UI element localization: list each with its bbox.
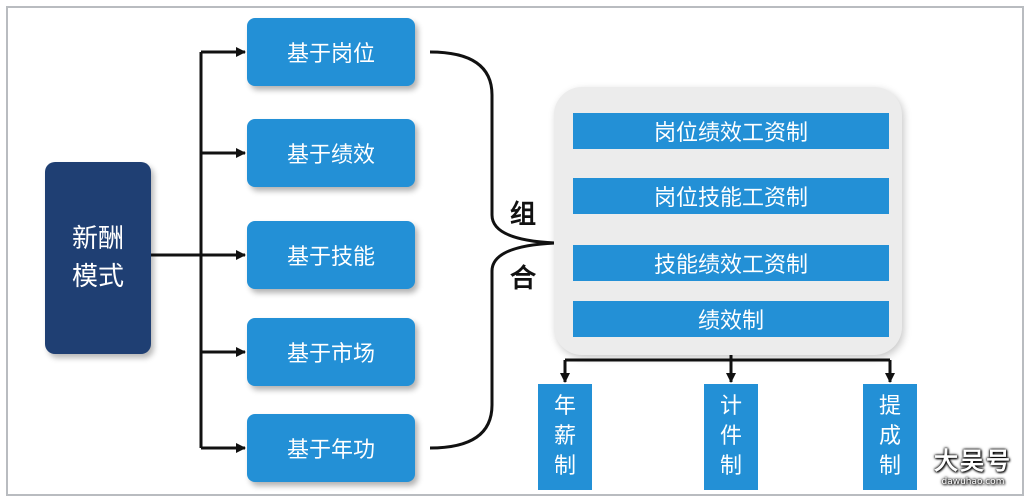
combine-label-2: 合 (510, 264, 537, 294)
basis-box-market: 基于市场 (247, 318, 415, 386)
system-skill-performance: 技能绩效工资制 (573, 245, 889, 281)
pay-char: 件 (719, 424, 742, 449)
pay-type-piecework: 计 件 制 (704, 384, 758, 490)
watermark: 大吴号 dawuhao.com (920, 446, 1026, 498)
watermark-text: 大吴号 (934, 447, 1012, 475)
system-performance: 绩效制 (573, 301, 889, 337)
system-position-performance: 岗位绩效工资制 (573, 113, 889, 149)
pay-type-commission: 提 成 制 (863, 384, 917, 490)
basis-box-seniority: 基于年功 (247, 414, 415, 482)
combine-label-1: 组 (510, 200, 537, 230)
combine-brace (429, 50, 556, 450)
pay-char: 制 (878, 454, 901, 479)
basis-box-skill: 基于技能 (247, 221, 415, 289)
pay-char: 成 (878, 424, 901, 449)
main-line-2: 模式 (71, 262, 124, 292)
pay-char: 计 (719, 394, 742, 419)
system-position-skill: 岗位技能工资制 (573, 178, 889, 214)
watermark-url: dawuhao.com (941, 477, 1005, 487)
pay-type-annual: 年 薪 制 (538, 384, 592, 490)
pay-char: 制 (553, 454, 576, 479)
basis-box-performance: 基于绩效 (247, 119, 415, 187)
basis-box-position: 基于岗位 (247, 18, 415, 86)
pay-char: 年 (553, 394, 576, 419)
diagram-frame (6, 6, 1024, 496)
pay-char: 薪 (553, 424, 576, 449)
main-line-1: 新酬 (71, 224, 124, 254)
salary-mode-box: 新酬 模式 (45, 162, 151, 354)
pay-char: 提 (878, 394, 901, 419)
pay-char: 制 (719, 454, 742, 479)
